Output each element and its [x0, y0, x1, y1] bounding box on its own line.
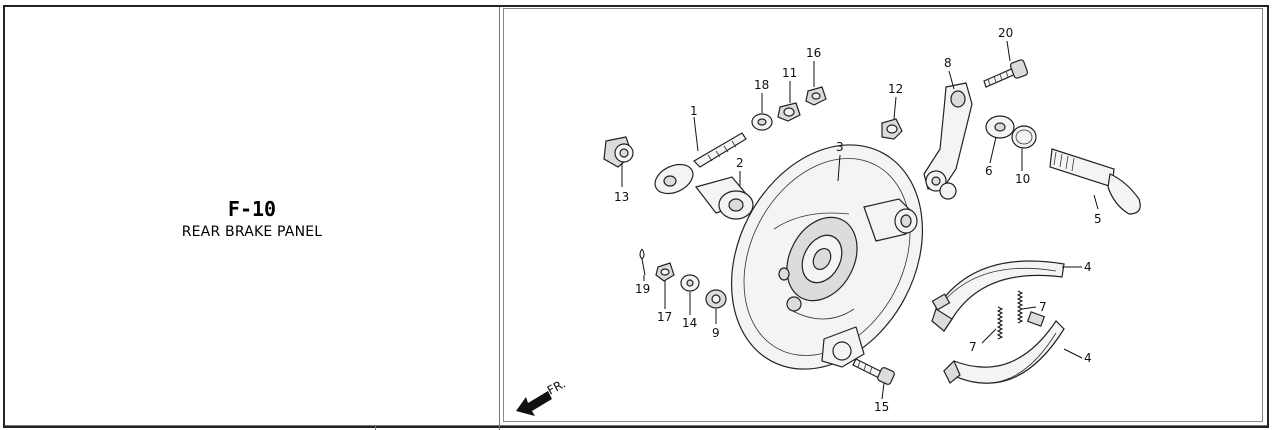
callout-13: 13	[614, 190, 629, 204]
row-divider	[375, 426, 376, 430]
callout-20: 20	[998, 26, 1013, 40]
callout-14: 14	[682, 316, 697, 330]
spring-washer-6	[985, 115, 1015, 139]
parts-table: F-10 REAR BRAKE PANEL	[3, 5, 1269, 430]
callout-4-lower: 4	[1084, 351, 1092, 365]
callout-8: 8	[944, 56, 952, 70]
callout-4-upper: 4	[1084, 260, 1092, 274]
felt-seal-10	[1011, 125, 1037, 149]
rear-brake-panel-diagram: FR.	[516, 26, 1141, 416]
callout-10: 10	[1015, 172, 1030, 186]
section-code: F-10	[227, 197, 277, 221]
leader-lines	[621, 40, 1099, 400]
collar-2	[694, 176, 754, 220]
callout-9: 9	[712, 326, 720, 340]
nut-17	[655, 262, 675, 282]
front-direction-arrow: FR.	[516, 377, 568, 416]
callout-2: 2	[736, 156, 744, 170]
cotter-pin-19	[639, 248, 646, 276]
return-spring-right	[1016, 290, 1024, 324]
section-heading: F-10 REAR BRAKE PANEL	[5, 197, 499, 241]
nut-12	[881, 118, 903, 140]
callout-11: 11	[782, 66, 797, 80]
row-divider	[499, 426, 500, 430]
callout-labels: 1 2 3 4 4 5 6 7 7 8 9 10 11 12 13 14 15 …	[614, 26, 1102, 414]
section-title: REAR BRAKE PANEL	[181, 224, 323, 240]
section-title-cell: F-10 REAR BRAKE PANEL	[5, 7, 500, 425]
callout-7-right: 7	[1039, 300, 1047, 314]
flange-bolt-20	[983, 59, 1029, 88]
washer-14	[680, 274, 700, 292]
nut-11	[777, 102, 801, 122]
brake-panel-part	[730, 144, 924, 370]
callout-6: 6	[985, 164, 993, 178]
brake-arm-part	[923, 82, 973, 200]
callout-15: 15	[874, 400, 889, 414]
callout-12: 12	[888, 82, 903, 96]
callout-3: 3	[836, 140, 844, 154]
next-row-edge	[5, 425, 1267, 430]
brake-camshaft-part	[1049, 148, 1141, 215]
callout-7-left: 7	[969, 340, 977, 354]
callout-1: 1	[690, 104, 698, 118]
return-spring-left	[996, 306, 1004, 340]
exploded-diagram-cell: FR.	[503, 8, 1263, 422]
joint-spring-9	[705, 289, 727, 309]
callout-5: 5	[1094, 212, 1102, 226]
flange-nut-13	[603, 136, 634, 168]
callout-18: 18	[754, 78, 769, 92]
washer-18	[751, 113, 773, 131]
callout-16: 16	[806, 46, 821, 60]
brake-shoe-lower	[943, 311, 1065, 384]
callout-19: 19	[635, 282, 650, 296]
brake-shoe-upper	[931, 260, 1065, 333]
cap-nut-16	[805, 86, 827, 106]
brake-rod-bolt-1	[654, 132, 747, 195]
flange-bolt-15	[852, 358, 895, 385]
callout-17: 17	[657, 310, 672, 324]
